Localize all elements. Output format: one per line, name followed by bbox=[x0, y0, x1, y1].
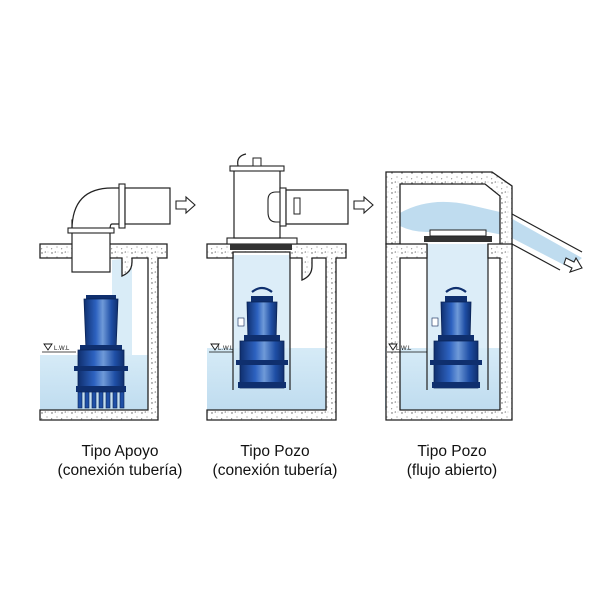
water-level-marker-icon: L.W.L bbox=[209, 343, 234, 353]
installation-1: L.W.L bbox=[39, 183, 196, 421]
flow-arrow-icon bbox=[353, 195, 374, 215]
concrete-wall bbox=[206, 243, 347, 421]
installation-2: L.W.L bbox=[206, 153, 374, 421]
caption-subtitle: (flujo abierto) bbox=[406, 462, 498, 479]
water-level-label: L.W.L bbox=[396, 346, 412, 352]
water-level-marker-icon: L.W.L bbox=[42, 343, 76, 353]
caption-installation-2: Tipo Pozo (conexión tubería) bbox=[175, 442, 375, 480]
flange bbox=[118, 183, 126, 229]
caption-subtitle: (conexión tubería) bbox=[57, 462, 183, 479]
caption-subtitle: (conexión tubería) bbox=[212, 462, 338, 479]
caption-installation-1: Tipo Apoyo (conexión tubería) bbox=[20, 442, 220, 480]
flow-arrow-icon bbox=[175, 195, 196, 215]
caption-installation-3: Tipo Pozo (flujo abierto) bbox=[352, 442, 552, 480]
pump-unit bbox=[74, 295, 128, 409]
water-level-label: L.W.L bbox=[218, 346, 234, 352]
pump-unit bbox=[236, 286, 288, 389]
caption-title: Tipo Pozo bbox=[417, 443, 487, 460]
flow-arrow-icon bbox=[563, 256, 583, 273]
discharge-elbow bbox=[71, 187, 123, 231]
concrete-wall bbox=[385, 243, 513, 421]
channel-water bbox=[400, 201, 582, 268]
flange bbox=[67, 227, 115, 234]
discharge-pipe bbox=[124, 187, 171, 225]
caption-title: Tipo Apoyo bbox=[81, 443, 159, 460]
water-level-marker-icon: L.W.L bbox=[387, 343, 427, 353]
caption-title: Tipo Pozo bbox=[240, 443, 310, 460]
water-level-label: L.W.L bbox=[54, 346, 70, 352]
pump-unit bbox=[430, 286, 482, 389]
concrete-wall bbox=[39, 243, 168, 421]
installation-3: L.W.L bbox=[385, 171, 583, 421]
discharge-pipe bbox=[285, 189, 349, 225]
